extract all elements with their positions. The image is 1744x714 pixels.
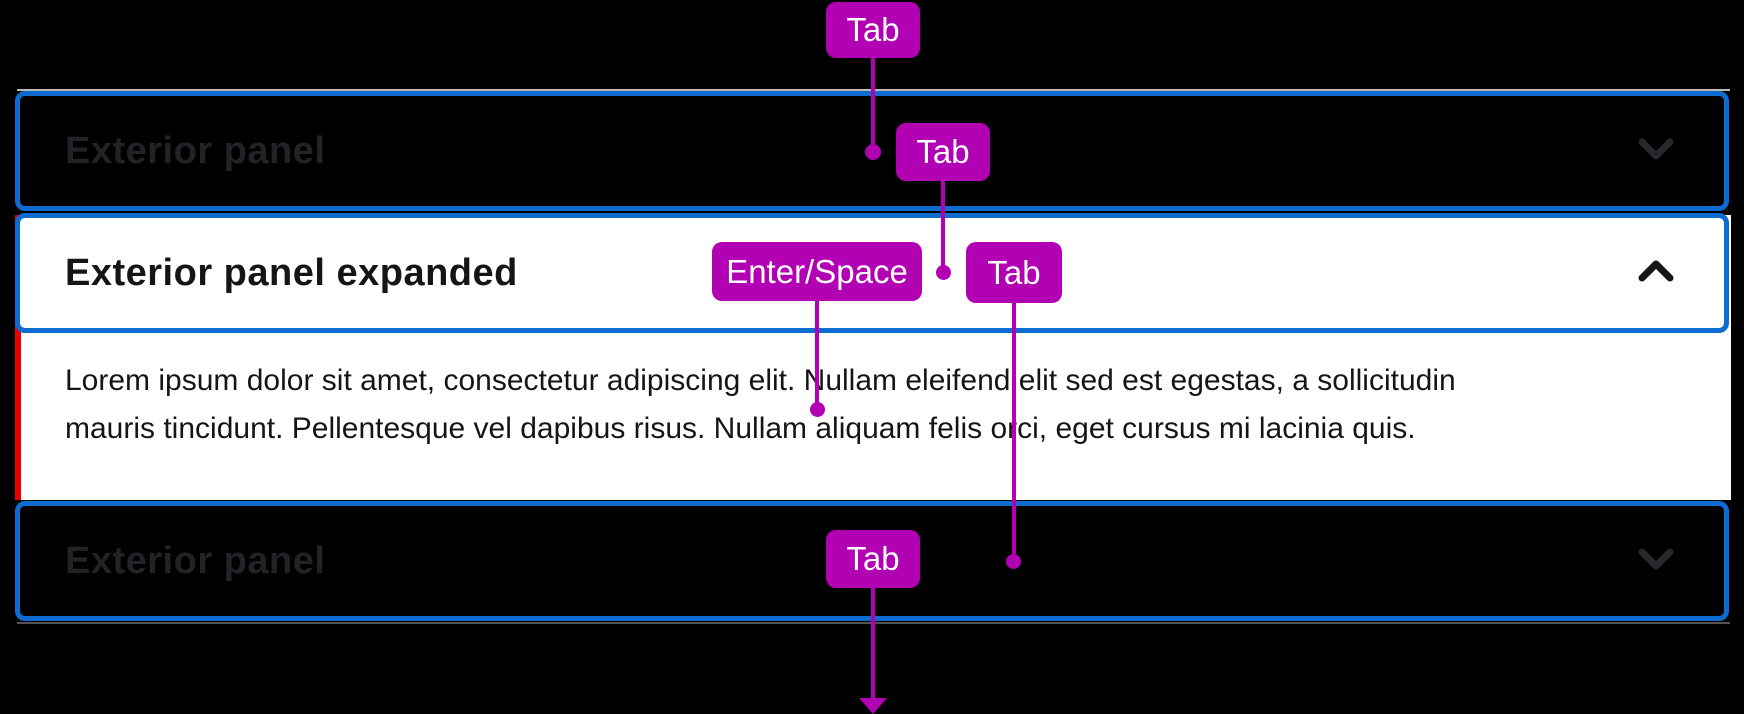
connector-dot-2	[936, 265, 951, 280]
chevron-down-icon	[1638, 137, 1674, 166]
connector-dot-1	[865, 144, 881, 160]
accordion-panel-label: Exterior panel	[65, 539, 326, 582]
connector-dot-4	[1006, 554, 1021, 569]
arrow-down-icon	[859, 698, 887, 714]
accordion-panel-label: Exterior panel expanded	[65, 251, 518, 294]
kbd-badge-tab-3: Tab	[966, 242, 1062, 303]
connector-line-4	[1012, 303, 1016, 561]
kbd-badge-enter-space: Enter/Space	[712, 242, 922, 301]
kbd-badge-tab-4: Tab	[826, 530, 920, 588]
connector-line-1	[871, 58, 875, 152]
connector-line-5	[871, 588, 875, 700]
panel-body-line: Lorem ipsum dolor sit amet, consectetur …	[65, 364, 1456, 397]
accordion-panel-body: Lorem ipsum dolor sit amet, consectetur …	[65, 357, 1456, 453]
connector-dot-3	[810, 402, 825, 417]
accordion-panel-label: Exterior panel	[65, 129, 326, 172]
kbd-badge-tab-1: Tab	[826, 2, 920, 58]
connector-line-3	[815, 301, 819, 409]
connector-line-2	[941, 181, 945, 272]
panel-body-line: mauris tincidunt. Pellentesque vel dapib…	[65, 412, 1416, 445]
chevron-down-icon	[1638, 547, 1674, 576]
chevron-up-icon	[1638, 259, 1674, 288]
kbd-badge-tab-2: Tab	[896, 123, 990, 181]
